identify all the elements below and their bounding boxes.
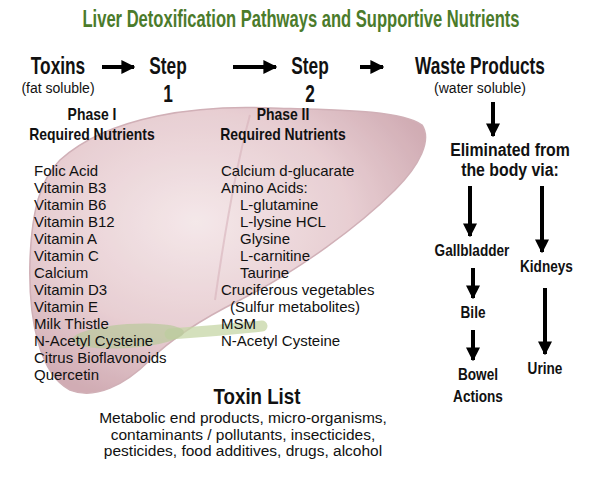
- flow-node: Toxins(fat soluble): [18, 52, 98, 96]
- nutrient-item: Vitamin B6: [34, 196, 224, 213]
- nutrient-item: N-Acetyl Cysteine: [221, 332, 421, 349]
- flow-arrow: [543, 288, 547, 354]
- flow-arrow: [360, 65, 383, 69]
- route-step: Urine: [525, 358, 565, 380]
- flow-node: Bile: [453, 302, 493, 324]
- nutrient-item: L-lysine HCL: [240, 213, 440, 230]
- nutrient-item: Vitamin B12: [34, 213, 224, 230]
- flow-arrow: [102, 65, 134, 69]
- nutrient-item: Citrus Bioflavonoids: [34, 349, 224, 366]
- nutrient-item: Quercetin: [34, 366, 224, 383]
- flow-arrow: [540, 186, 544, 252]
- flow-arrow: [471, 268, 475, 298]
- flow-step-title: Waste Products: [413, 52, 547, 80]
- flow-step-note: (fat soluble): [18, 80, 98, 96]
- nutrient-item: Calcium: [34, 264, 224, 281]
- section-heading: Required Nutrients: [209, 125, 357, 145]
- nutrient-item: Taurine: [240, 264, 440, 281]
- flow-node: Waste Products(water soluble): [387, 52, 573, 96]
- nutrient-item: Calcium d-glucarate: [221, 162, 421, 179]
- nutrient-item: Amino Acids:: [221, 179, 421, 196]
- nutrient-item: Cruciferous vegetables: [221, 281, 421, 298]
- flow-step-title: Step 2: [288, 52, 331, 108]
- flow-arrow: [233, 65, 276, 69]
- section-heading: Phase I: [18, 105, 166, 125]
- nutrient-item: N-Acetyl Cysteine: [34, 332, 224, 349]
- route-step: Bile: [457, 302, 489, 324]
- toxin-list-text: Metabolic end products, micro-organisms,…: [83, 410, 403, 460]
- nutrient-item: Vitamin E: [34, 298, 224, 315]
- flow-node: Gallbladder: [424, 240, 520, 262]
- flow-node: Bowel Actions: [443, 364, 513, 408]
- flow-node: Kidneys: [514, 256, 574, 278]
- flow-arrow: [471, 330, 475, 360]
- flow-step-title: Step 1: [146, 52, 189, 108]
- diagram-title: Liver Detoxification Pathways and Suppor…: [24, 5, 577, 33]
- nutrient-item: Glysine: [240, 230, 440, 247]
- flow-node: Step 1: [138, 52, 198, 108]
- nutrient-item: Vitamin C: [34, 247, 224, 264]
- section-heading: Required Nutrients: [18, 125, 166, 145]
- section-heading: Phase II: [209, 105, 357, 125]
- route-step: Bowel Actions: [450, 364, 506, 408]
- nutrient-item: Vitamin D3: [34, 281, 224, 298]
- nutrient-item: Folic Acid: [34, 162, 224, 179]
- flow-arrow: [491, 102, 495, 136]
- liver-shape: [30, 108, 426, 394]
- nutrient-item: Vitamin A: [34, 230, 224, 247]
- nutrient-item: L-glutamine: [240, 196, 440, 213]
- nutrient-item: L-carnitine: [240, 247, 440, 264]
- flow-node: Step 2: [280, 52, 340, 108]
- route-step: Gallbladder: [434, 240, 511, 262]
- nutrient-item: MSM: [221, 315, 421, 332]
- flow-node: Eliminated from the body via:: [435, 140, 585, 180]
- flow-step-title: Toxins: [29, 52, 87, 80]
- flow-node: Urine: [520, 358, 570, 380]
- flow-arrow: [468, 186, 472, 236]
- elimination-heading: Eliminated from the body via:: [444, 140, 576, 180]
- route-step: Kidneys: [520, 256, 568, 278]
- nutrient-item: Vitamin B3: [34, 179, 224, 196]
- nutrient-item: Milk Thistle: [34, 315, 224, 332]
- toxin-list-heading: Toxin List: [172, 385, 342, 409]
- nutrient-item: (Sulfur metabolites): [230, 298, 430, 315]
- flow-step-note: (water soluble): [387, 80, 573, 96]
